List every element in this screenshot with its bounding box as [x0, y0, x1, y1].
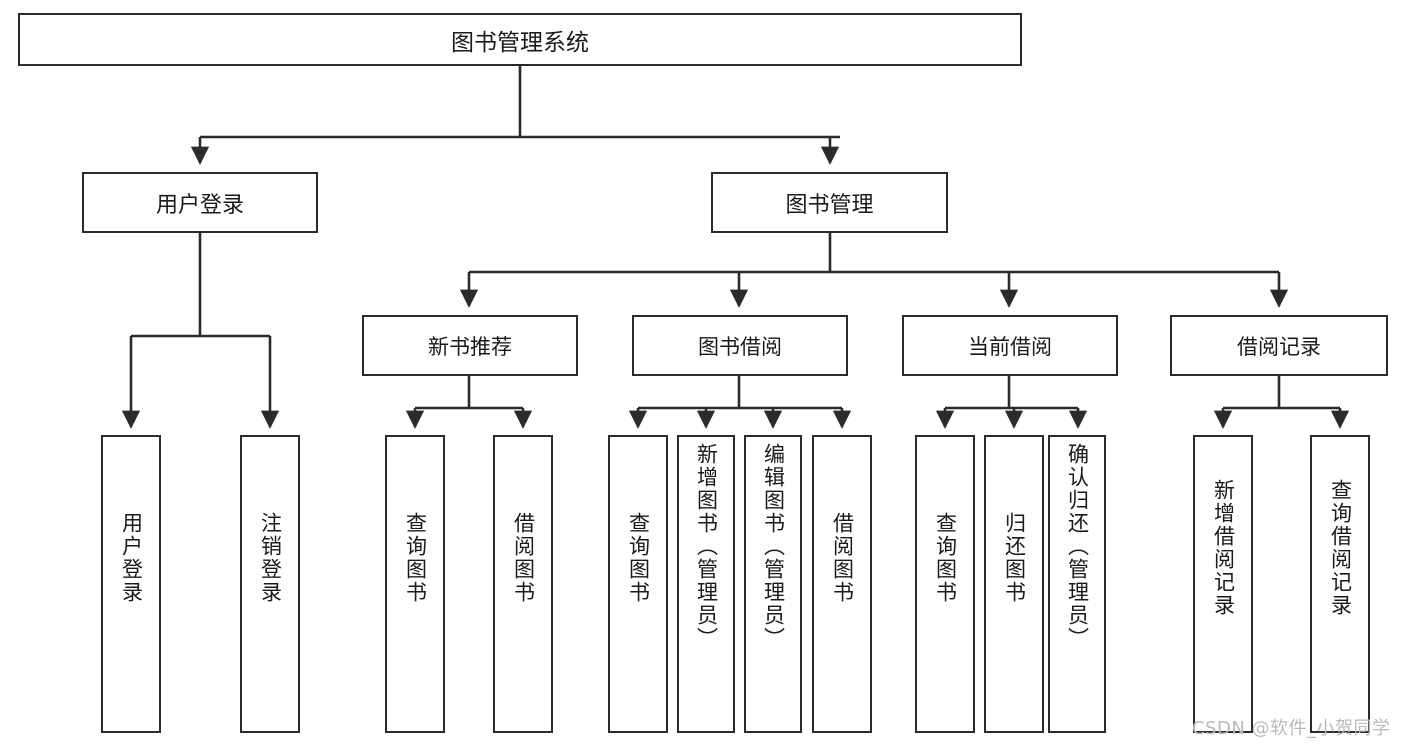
node-label: 图书管理系统 — [451, 29, 589, 56]
leaf-recommend-borrow-book[interactable]: 借阅图书 — [493, 435, 553, 733]
leaf-label: 查询借阅记录 — [1328, 479, 1353, 617]
node-user-login[interactable]: 用户登录 — [82, 172, 318, 233]
leaf-label: 借阅图书 — [830, 512, 855, 604]
leaf-borrow-borrow-book[interactable]: 借阅图书 — [812, 435, 872, 733]
node-label: 图书管理 — [785, 192, 874, 218]
node-label: 新书推荐 — [428, 334, 512, 359]
leaf-current-query-book[interactable]: 查询图书 — [915, 435, 975, 733]
leaf-record-query-record[interactable]: 查询借阅记录 — [1310, 435, 1370, 733]
leaf-label: 注销登录 — [258, 512, 283, 604]
leaf-borrow-edit-book[interactable]: 编辑图书（管理员） — [744, 435, 802, 733]
node-book-management[interactable]: 图书管理 — [711, 172, 948, 233]
node-book-borrow[interactable]: 图书借阅 — [632, 315, 848, 376]
watermark: CSDN @软件_小贺同学 — [1192, 718, 1391, 739]
leaf-label: 用户登录 — [119, 512, 144, 604]
node-current-borrow[interactable]: 当前借阅 — [902, 315, 1118, 376]
node-label: 借阅记录 — [1237, 334, 1321, 359]
leaf-borrow-add-book[interactable]: 新增图书（管理员） — [677, 435, 735, 733]
node-new-book-recommend[interactable]: 新书推荐 — [362, 315, 578, 376]
leaf-label: 新增借阅记录 — [1211, 479, 1236, 617]
leaf-user-login-logout[interactable]: 注销登录 — [240, 435, 300, 733]
node-label: 当前借阅 — [968, 334, 1052, 359]
leaf-current-confirm-return[interactable]: 确认归还（管理员） — [1048, 435, 1106, 733]
leaf-label: 新增图书（管理员） — [694, 443, 719, 650]
leaf-recommend-query-book[interactable]: 查询图书 — [385, 435, 445, 733]
leaf-label: 确认归还（管理员） — [1065, 443, 1090, 650]
leaf-label: 借阅图书 — [511, 512, 536, 604]
leaf-label: 查询图书 — [933, 512, 958, 604]
leaf-label: 编辑图书（管理员） — [761, 443, 786, 650]
leaf-label: 查询图书 — [626, 512, 651, 604]
leaf-record-add-record[interactable]: 新增借阅记录 — [1193, 435, 1253, 733]
leaf-user-login-login[interactable]: 用户登录 — [101, 435, 161, 733]
leaf-borrow-query-book[interactable]: 查询图书 — [608, 435, 668, 733]
node-label: 用户登录 — [155, 192, 244, 218]
leaf-label: 归还图书 — [1002, 512, 1027, 604]
leaf-label: 查询图书 — [403, 512, 428, 604]
node-borrow-record[interactable]: 借阅记录 — [1170, 315, 1388, 376]
node-root[interactable]: 图书管理系统 — [18, 13, 1022, 66]
node-label: 图书借阅 — [698, 334, 782, 359]
leaf-current-return-book[interactable]: 归还图书 — [984, 435, 1044, 733]
